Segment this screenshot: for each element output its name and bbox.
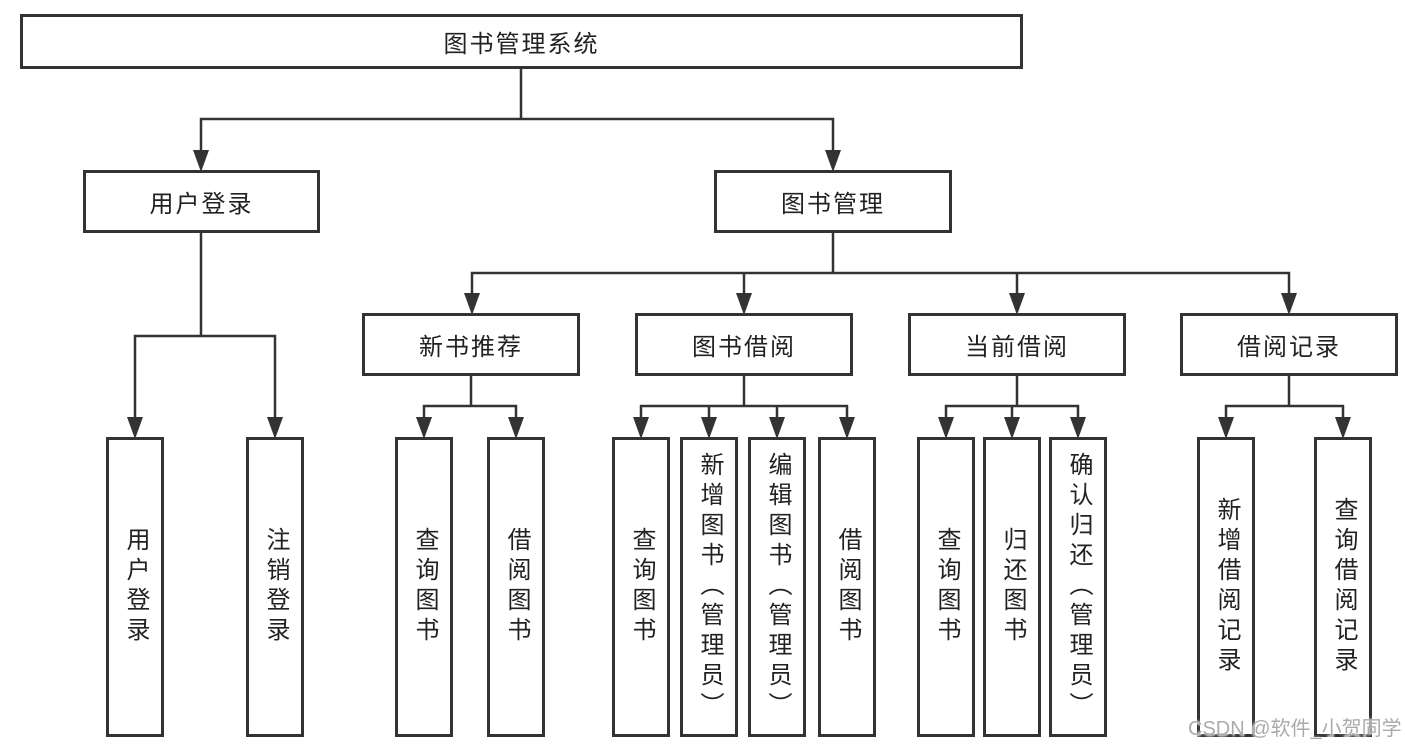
- leaf-add-books-admin: 新增图书（管理员）: [680, 437, 738, 737]
- node-borrow-records: 借阅记录: [1180, 313, 1398, 376]
- node-label: 新书推荐: [419, 334, 523, 361]
- leaf-query-books-2: 查询图书: [612, 437, 670, 737]
- leaf-query-books: 查询图书: [395, 437, 453, 737]
- arrow-icon: [1070, 417, 1086, 439]
- arrow-icon: [416, 417, 432, 439]
- arrow-icon: [127, 417, 143, 439]
- node-user-login: 用户登录: [83, 170, 320, 233]
- node-current-borrow: 当前借阅: [908, 313, 1126, 376]
- leaf-label: 借阅图书: [834, 527, 861, 647]
- arrow-icon: [1004, 417, 1020, 439]
- connector-root-split: [199, 69, 835, 154]
- node-label: 用户登录: [149, 191, 254, 218]
- node-book-borrow: 图书借阅: [635, 313, 853, 376]
- csdn-watermark: CSDN @软件_小贺同学: [1188, 718, 1402, 740]
- leaf-label: 查询图书: [628, 527, 655, 647]
- leaf-borrow-books: 借阅图书: [487, 437, 545, 737]
- arrow-icon: [938, 417, 954, 439]
- leaf-label: 确认归还（管理员）: [1065, 452, 1092, 722]
- arrow-icon: [633, 417, 649, 439]
- node-label: 图书管理: [781, 191, 885, 218]
- arrow-icon: [464, 293, 480, 315]
- leaf-label: 查询图书: [933, 527, 960, 647]
- leaf-label: 用户登录: [122, 527, 149, 647]
- connector-current-borrow-split: [944, 376, 1080, 421]
- arrow-icon: [701, 417, 717, 439]
- arrow-icon: [1009, 293, 1025, 315]
- leaf-user-login: 用户登录: [106, 437, 164, 737]
- connector-user-login-split: [133, 233, 277, 421]
- node-root-library-system: 图书管理系统: [20, 14, 1023, 69]
- node-label: 借阅记录: [1237, 334, 1341, 361]
- leaf-add-borrow-record: 新增借阅记录: [1197, 437, 1255, 737]
- leaf-query-borrow-record: 查询借阅记录: [1314, 437, 1372, 737]
- leaf-logout-login: 注销登录: [246, 437, 304, 737]
- arrow-icon: [1335, 417, 1351, 439]
- leaf-label: 查询借阅记录: [1330, 497, 1357, 677]
- leaf-borrow-books-2: 借阅图书: [818, 437, 876, 737]
- arrow-icon: [839, 417, 855, 439]
- node-label: 图书借阅: [692, 334, 796, 361]
- leaf-label: 编辑图书（管理员）: [764, 452, 791, 722]
- leaf-label: 归还图书: [999, 527, 1026, 647]
- node-new-book-recommend: 新书推荐: [362, 313, 580, 376]
- arrow-icon: [193, 150, 209, 172]
- connector-book-borrow-split: [639, 376, 849, 421]
- arrow-icon: [1281, 293, 1297, 315]
- arrow-icon: [267, 417, 283, 439]
- arrow-icon: [736, 293, 752, 315]
- leaf-label: 注销登录: [262, 527, 289, 647]
- leaf-edit-books-admin: 编辑图书（管理员）: [748, 437, 806, 737]
- node-label: 当前借阅: [965, 334, 1069, 361]
- leaf-label: 查询图书: [411, 527, 438, 647]
- node-book-management: 图书管理: [714, 170, 952, 233]
- node-label: 图书管理系统: [443, 31, 600, 58]
- arrow-icon: [508, 417, 524, 439]
- leaf-label: 新增借阅记录: [1213, 497, 1240, 677]
- leaf-return-books: 归还图书: [983, 437, 1041, 737]
- arrow-icon: [769, 417, 785, 439]
- leaf-confirm-return-admin: 确认归还（管理员）: [1049, 437, 1107, 737]
- leaf-label: 借阅图书: [503, 527, 530, 647]
- connector-book-management-split: [470, 233, 1291, 297]
- leaf-label: 新增图书（管理员）: [696, 452, 723, 722]
- leaf-query-books-3: 查询图书: [917, 437, 975, 737]
- arrow-icon: [1218, 417, 1234, 439]
- connector-borrow-records-split: [1224, 376, 1345, 421]
- connector-new-book-split: [422, 376, 518, 421]
- arrow-icon: [825, 150, 841, 172]
